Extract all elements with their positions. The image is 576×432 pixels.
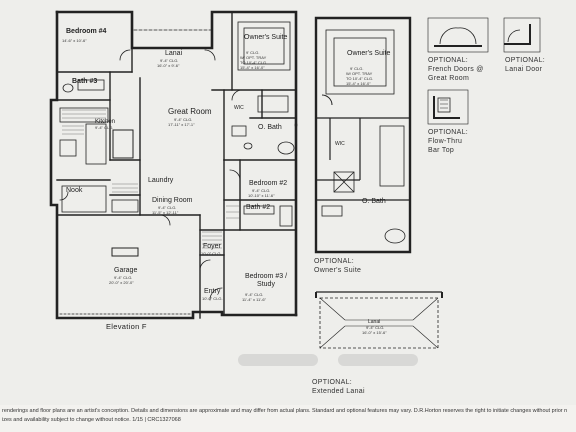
foyer-label: Foyer bbox=[203, 243, 221, 250]
opt-owners-suite-caption: OPTIONAL: Owner's Suite bbox=[314, 258, 362, 274]
opt-flow-thru-caption: OPTIONAL: Flow-Thru Bar Top bbox=[428, 129, 469, 154]
garage-label: Garage bbox=[114, 267, 138, 274]
opt-owners-suite-tray-to: TO 10'-4" CLG. bbox=[346, 76, 374, 81]
bedroom4-dims: 14'-6" x 10'-6" bbox=[62, 38, 87, 43]
door-swings bbox=[59, 49, 243, 301]
kitchen-island bbox=[112, 129, 134, 159]
bedroom2-dims: 10'-10" x 11'-6" bbox=[248, 193, 275, 198]
optional-extended-lanai-drawing bbox=[315, 291, 443, 349]
owners-suite-tray bbox=[237, 21, 291, 71]
disclaimer-footer: renderings and floor plans are an artist… bbox=[0, 405, 576, 432]
opt-extended-lanai-caption: OPTIONAL: Extended Lanai bbox=[312, 379, 365, 395]
great-room-clg: 9'-4" CLG. bbox=[174, 117, 193, 122]
kitchen-clg: 9'-4" CLG. bbox=[95, 125, 114, 130]
bedroom3-label: Bedroom #3 / Study bbox=[244, 273, 288, 288]
opt-wic-label: WIC bbox=[335, 141, 345, 147]
wic-label: WIC bbox=[234, 105, 244, 111]
opt-lanai-door-caption: OPTIONAL: Lanai Door bbox=[505, 57, 546, 73]
redacted-block bbox=[338, 354, 418, 366]
great-room-dims: 17'-11" x 17'-1" bbox=[168, 122, 195, 127]
owners-suite-clg: 9' CLG. bbox=[246, 50, 260, 55]
entry-clg: 10'-0" CLG. bbox=[202, 296, 223, 301]
opt-lanai-label: Lanai bbox=[368, 319, 381, 325]
lanai-clg: 9'-4" CLG. bbox=[160, 58, 179, 63]
entry-label: Entry bbox=[204, 288, 221, 295]
dining-room-clg: 9'-4" CLG. bbox=[158, 205, 177, 210]
opt-lanai-clg: 9'-4" CLG. bbox=[366, 325, 385, 330]
bedroom2-clg: 9'-4" CLG. bbox=[252, 188, 271, 193]
redacted-block bbox=[238, 354, 318, 366]
bedroom4-label: Bedroom #4 bbox=[66, 28, 107, 35]
tile-hatch bbox=[62, 109, 240, 249]
laundry-label: Laundry bbox=[148, 177, 174, 184]
great-room-label: Great Room bbox=[168, 107, 212, 116]
opt-owners-suite-label: Owner's Suite bbox=[347, 50, 391, 57]
garage-dims: 20'-0" x 20'-0" bbox=[109, 280, 134, 285]
optional-french-doors-drawing bbox=[427, 17, 489, 53]
dining-room-label: Dining Room bbox=[152, 197, 193, 204]
fixtures bbox=[59, 79, 295, 227]
owners-suite-dims: 15'-4" x 16'-0" bbox=[240, 65, 265, 70]
bath3-label: Bath #3 bbox=[72, 78, 98, 85]
lanai-dims: 16'-0" x 9'-6" bbox=[157, 63, 180, 68]
bedroom3-dims: 11'-4" x 11'-6" bbox=[242, 297, 267, 302]
disclaimer-line-1: renderings and floor plans are an artist… bbox=[2, 408, 568, 414]
optional-owners-suite-drawing bbox=[314, 16, 412, 254]
bedroom3-clg: 9'-4" CLG. bbox=[245, 292, 264, 297]
owners-suite-label: Owner's Suite bbox=[244, 34, 288, 41]
disclaimer-line-2: izes and availability subject to change … bbox=[2, 417, 181, 423]
interior-walls bbox=[56, 11, 297, 319]
opt-french-doors-caption: OPTIONAL: French Doors @ Great Room bbox=[428, 57, 484, 82]
owners-suite-tray: W/ OPT. TRAY bbox=[240, 55, 267, 60]
kitchen-label: Kitchen bbox=[95, 119, 116, 125]
lanai-label: Lanai bbox=[165, 50, 183, 57]
elevation-label: Elevation F bbox=[106, 322, 147, 331]
bedroom2-label: Bedroom #2 bbox=[249, 180, 288, 187]
garage-storage bbox=[111, 247, 139, 257]
opt-o-bath-label: O. Bath bbox=[362, 198, 386, 205]
bath2-label: Bath #2 bbox=[246, 204, 271, 211]
opt-owners-suite-dims: 15'-4" x 16'-0" bbox=[346, 81, 371, 86]
opt-owners-suite-clg: 9' CLG. bbox=[350, 66, 364, 71]
owners-suite-tray-to: TO 10'-4" CLG. bbox=[240, 60, 268, 65]
dining-room-dims: 11'-5" x 12'-11" bbox=[152, 210, 179, 215]
garage-clg: 9'-4" CLG. bbox=[114, 275, 133, 280]
nook-label: Nook bbox=[66, 187, 83, 194]
optional-lanai-door-drawing bbox=[503, 17, 541, 53]
floor-plan-drawing bbox=[49, 10, 541, 349]
opt-lanai-dims: 16'-0" x 15'-6" bbox=[362, 330, 387, 335]
lanai-outline bbox=[131, 29, 213, 49]
opt-owners-suite-tray: W/ OPT. TRAY bbox=[346, 71, 373, 76]
foyer-clg: 10'-0" CLG. bbox=[201, 251, 222, 256]
optional-flow-thru-drawing bbox=[427, 89, 469, 125]
o-bath-label: O. Bath bbox=[258, 124, 282, 131]
floor-plan-sheet: Bedroom #4 14'-6" x 10'-6" Lanai 9'-4" C… bbox=[49, 10, 546, 395]
